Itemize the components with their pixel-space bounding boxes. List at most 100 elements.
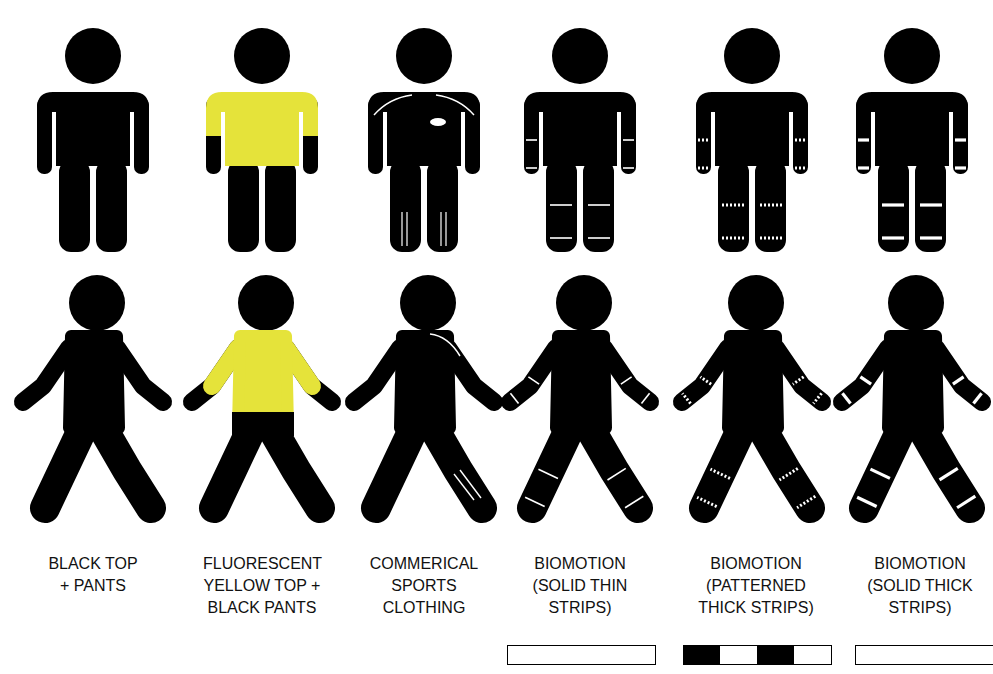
torso [69, 336, 119, 428]
leg [704, 432, 740, 508]
reflective-strip [955, 138, 966, 141]
shoulder-seam [436, 95, 474, 115]
torso [728, 336, 778, 428]
leg [436, 432, 482, 508]
reflective-strip [698, 139, 709, 142]
leg-stripe [460, 470, 481, 498]
reflective-strip [682, 393, 690, 403]
shoulder-seam [430, 334, 460, 356]
arm [192, 348, 238, 402]
waistband [232, 412, 294, 436]
torso [524, 92, 636, 166]
leg [427, 160, 458, 252]
caption: BLACK TOP + PANTS [43, 553, 143, 597]
leg [532, 432, 568, 508]
leg-stripe [401, 212, 402, 246]
leg [924, 432, 970, 508]
reflective-strip [870, 469, 890, 478]
leg [390, 160, 421, 252]
pattern-block [683, 645, 721, 665]
reflective-strip [621, 377, 632, 384]
reflective-strip [760, 237, 782, 240]
reflective-strip [608, 468, 626, 480]
caption-holder: BLACK TOP + PANTS [43, 553, 143, 597]
head [884, 28, 940, 84]
head [556, 275, 612, 331]
torso [556, 336, 606, 428]
reflective-strip [842, 393, 850, 403]
torso [888, 336, 938, 428]
reflective-strip [920, 203, 942, 206]
thin-strip-sample [508, 646, 656, 665]
reflective-strip [525, 497, 545, 506]
leg-stripe [406, 212, 407, 246]
arm [354, 348, 400, 402]
caption-holder: FLUORESCENT YELLOW TOP + BLACK PANTS [203, 553, 321, 619]
thick-strip-sample [856, 646, 993, 665]
leg [878, 160, 909, 252]
pattern-block [720, 645, 758, 665]
reflective-strip [953, 377, 964, 384]
head [396, 28, 452, 84]
leg [59, 160, 90, 252]
reflective-strip [623, 167, 634, 169]
reflective-strip [510, 393, 518, 403]
reflective-strip [588, 204, 610, 206]
standing-pedestrian [206, 28, 318, 252]
pattern-block [757, 645, 795, 665]
arm [682, 348, 728, 402]
leg [45, 432, 81, 508]
reflective-strip [882, 203, 904, 206]
head [552, 28, 608, 84]
caption: COMMERICAL SPORTS CLOTHING [369, 553, 479, 619]
leg [915, 160, 946, 252]
leg [265, 160, 296, 252]
leg-stripe [440, 212, 441, 246]
caption-holder: COMMERICAL SPORTS CLOTHING [369, 553, 479, 619]
caption: BIOMOTION (PATTERNED THICK STRIPS) [692, 553, 820, 619]
head [728, 275, 784, 331]
arm [842, 348, 888, 402]
standing-pedestrian [856, 28, 968, 252]
reflective-strip [780, 468, 798, 480]
pattern-block [794, 645, 832, 665]
caption-holder: BIOMOTION (SOLID THICK STRIPS) [861, 553, 979, 619]
leg [764, 432, 810, 508]
reflective-strip [550, 204, 572, 206]
reflective-strip [641, 393, 649, 403]
standing-pedestrian [37, 28, 149, 252]
reflective-strip [795, 139, 806, 142]
leg [376, 432, 412, 508]
leg [592, 432, 638, 508]
reflective-strip [697, 497, 717, 506]
reflective-strip [588, 237, 610, 239]
head [69, 275, 125, 331]
leg [214, 432, 250, 508]
patterned-strip-sample [684, 646, 832, 665]
leg [864, 432, 900, 508]
torso [696, 92, 808, 166]
head [238, 275, 294, 331]
arm [23, 348, 69, 402]
head [234, 28, 290, 84]
caption-holder: BIOMOTION (PATTERNED THICK STRIPS) [692, 553, 820, 619]
reflective-strip [795, 167, 806, 170]
reflective-strip [973, 393, 981, 403]
torso [206, 92, 318, 166]
reflective-strip [813, 393, 821, 403]
standing-pedestrian [368, 28, 480, 252]
reflective-strip [940, 468, 958, 480]
shoulder-seam [374, 95, 412, 115]
reflective-strip [700, 377, 711, 384]
leg [228, 160, 259, 252]
leg [718, 160, 749, 252]
leg [105, 432, 151, 508]
reflective-strip [957, 496, 975, 508]
reflective-strip [710, 469, 730, 478]
reflective-strip [793, 377, 804, 384]
reflective-strip [797, 496, 815, 508]
reflective-strip [955, 166, 966, 169]
caption: BIOMOTION (SOLID THICK STRIPS) [861, 553, 979, 619]
standing-pedestrian [524, 28, 636, 252]
